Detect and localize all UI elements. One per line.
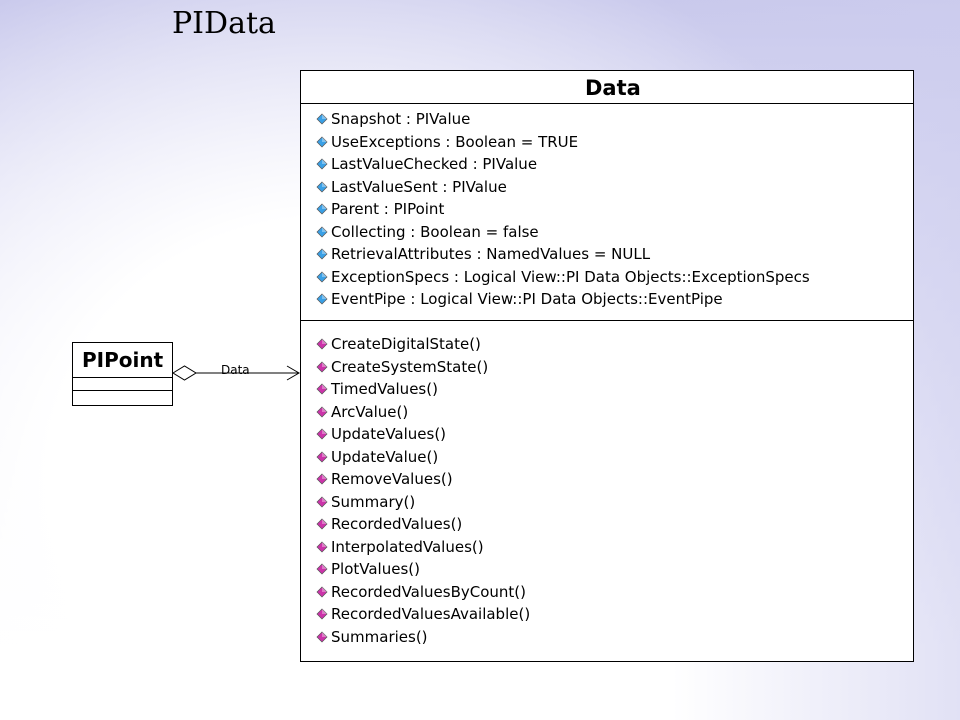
- operation-item[interactable]: ArcValue(): [315, 401, 408, 423]
- attribute-item[interactable]: RetrievalAttributes : NamedValues = NULL: [315, 243, 650, 265]
- operation-item[interactable]: PlotValues(): [315, 558, 420, 580]
- public-attribute-icon: [315, 112, 329, 126]
- attribute-text: UseExceptions : Boolean = TRUE: [331, 132, 579, 151]
- public-attribute-icon: [315, 180, 329, 194]
- attribute-text: EventPipe : Logical View::PI Data Object…: [331, 290, 723, 308]
- class-pipoint[interactable]: PIPoint: [72, 342, 173, 406]
- attribute-text: LastValueSent : PIValue: [331, 177, 507, 196]
- attribute-item[interactable]: LastValueSent : PIValue: [315, 176, 507, 198]
- operation-text: RecordedValues(): [331, 515, 463, 533]
- operation-item[interactable]: RemoveValues(): [315, 468, 453, 490]
- page-title: PIData: [172, 6, 276, 41]
- public-operation-icon: [315, 472, 329, 486]
- attribute-item[interactable]: Parent : PIPoint: [315, 198, 444, 220]
- operation-item[interactable]: RecordedValues(): [315, 513, 462, 535]
- public-attribute-icon: [315, 292, 329, 306]
- operation-item[interactable]: Summary(): [315, 491, 415, 513]
- operation-text: TimedValues(): [331, 380, 438, 398]
- attribute-text: LastValueChecked : PIValue: [331, 155, 538, 173]
- operation-text: PlotValues(): [331, 560, 420, 578]
- public-operation-icon: [315, 337, 329, 351]
- public-operation-icon: [315, 607, 329, 621]
- navigation-arrowhead: [286, 365, 300, 381]
- public-operation-icon: [315, 382, 329, 396]
- operation-text: RemoveValues(): [331, 470, 453, 488]
- operation-item[interactable]: CreateDigitalState(): [315, 333, 481, 355]
- operation-text: RecordedValuesByCount(): [331, 582, 526, 601]
- operation-item[interactable]: Summaries(): [315, 626, 428, 648]
- class-pipoint-header: PIPoint: [73, 343, 172, 378]
- public-attribute-icon: [315, 247, 329, 261]
- operation-item[interactable]: CreateSystemState(): [315, 356, 488, 378]
- operation-item[interactable]: InterpolatedValues(): [315, 536, 484, 558]
- public-operation-icon: [315, 517, 329, 531]
- public-attribute-icon: [315, 135, 329, 149]
- public-operation-icon: [315, 495, 329, 509]
- operation-text: CreateDigitalState(): [331, 335, 481, 353]
- attribute-item[interactable]: Snapshot : PIValue: [315, 108, 470, 130]
- public-operation-icon: [315, 405, 329, 419]
- operation-item[interactable]: TimedValues(): [315, 378, 438, 400]
- attribute-text: Collecting : Boolean = false: [331, 222, 539, 241]
- public-operation-icon: [315, 450, 329, 464]
- operation-item[interactable]: UpdateValue(): [315, 446, 438, 468]
- public-attribute-icon: [315, 270, 329, 284]
- public-operation-icon: [315, 427, 329, 441]
- public-operation-icon: [315, 540, 329, 554]
- attribute-text: ExceptionSpecs : Logical View::PI Data O…: [331, 267, 810, 286]
- attribute-item[interactable]: UseExceptions : Boolean = TRUE: [315, 131, 578, 153]
- class-pipoint-name: PIPoint: [82, 348, 164, 372]
- class-data-name: Data: [585, 76, 641, 100]
- class-pipoint-compartment-divider: [73, 390, 172, 391]
- operation-text: UpdateValues(): [331, 425, 447, 443]
- attribute-item[interactable]: LastValueChecked : PIValue: [315, 153, 537, 175]
- operation-item[interactable]: UpdateValues(): [315, 423, 446, 445]
- public-operation-icon: [315, 360, 329, 374]
- public-operation-icon: [315, 585, 329, 599]
- association-label: Data: [221, 363, 250, 377]
- public-attribute-icon: [315, 225, 329, 239]
- aggregation-diamond: [172, 365, 197, 381]
- operation-text: CreateSystemState(): [331, 357, 489, 376]
- attribute-text: RetrievalAttributes : NamedValues = NULL: [331, 245, 651, 263]
- operation-text: ArcValue(): [331, 402, 409, 421]
- operation-text: InterpolatedValues(): [331, 537, 484, 556]
- operation-text: UpdateValue(): [331, 447, 439, 466]
- public-attribute-icon: [315, 202, 329, 216]
- class-data-header: Data: [301, 71, 913, 104]
- attribute-item[interactable]: Collecting : Boolean = false: [315, 221, 539, 243]
- attribute-text: Snapshot : PIValue: [331, 110, 471, 128]
- operation-item[interactable]: RecordedValuesAvailable(): [315, 603, 530, 625]
- operation-item[interactable]: RecordedValuesByCount(): [315, 581, 526, 603]
- public-attribute-icon: [315, 157, 329, 171]
- public-operation-icon: [315, 562, 329, 576]
- operation-text: Summary(): [331, 492, 416, 511]
- operation-text: Summaries(): [331, 627, 428, 646]
- attribute-item[interactable]: EventPipe : Logical View::PI Data Object…: [315, 288, 723, 310]
- attribute-text: Parent : PIPoint: [331, 200, 445, 218]
- public-operation-icon: [315, 630, 329, 644]
- operation-text: RecordedValuesAvailable(): [331, 605, 531, 623]
- attribute-item[interactable]: ExceptionSpecs : Logical View::PI Data O…: [315, 266, 810, 288]
